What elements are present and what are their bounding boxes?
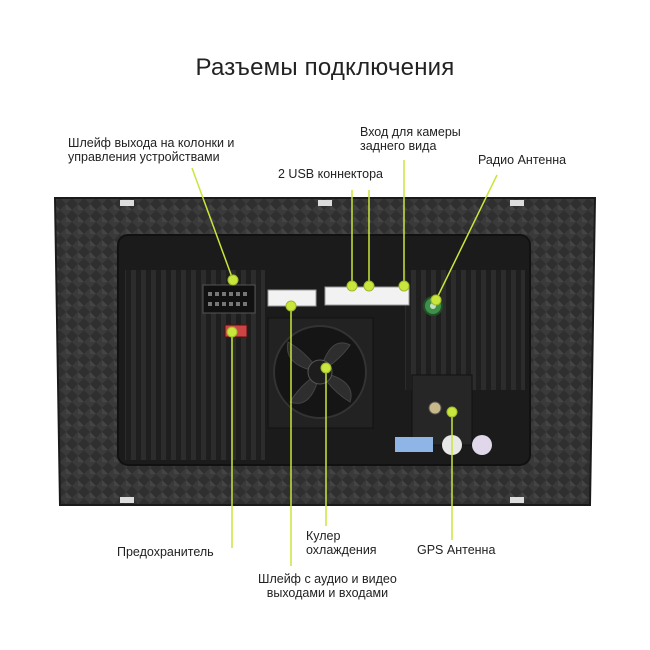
dot-fuse [226, 326, 238, 338]
dot-gps [446, 406, 458, 418]
serial-sticker [395, 437, 433, 452]
label-line: заднего вида [360, 139, 437, 153]
mount-tab [120, 497, 134, 503]
label-gps-antenna: GPS Антенна [417, 543, 496, 557]
gps-sticker [472, 435, 492, 455]
label-radio-antenna: Радио Антенна [478, 153, 567, 167]
mount-tab [318, 200, 332, 206]
pointer-lines [191, 160, 498, 566]
gps-connector [428, 401, 442, 415]
label-camera-input: Вход для камеры заднего вида [360, 125, 461, 153]
gps-block [411, 374, 473, 446]
label-usb: 2 USB коннектора [278, 167, 383, 181]
label-line: управления устройствами [68, 150, 220, 164]
label-line: выходами и входами [266, 586, 389, 600]
label-av-harness: Шлейф с аудио и видео выходами и входами [258, 572, 397, 600]
label-cooler: Кулер охлаждения [306, 529, 377, 557]
label-line: Шлейф выхода на колонки и [68, 136, 235, 150]
dot-usb-1 [346, 280, 358, 292]
label-line: Шлейф с аудио и видео [258, 572, 397, 586]
label-fuse: Предохранитель [117, 545, 214, 559]
mount-tab [510, 497, 524, 503]
page-title: Разъемы подключения [195, 54, 455, 81]
mount-tab [510, 200, 524, 206]
dot-camera [398, 280, 410, 292]
pointer-dots [226, 274, 458, 418]
main-harness-connector [202, 284, 256, 314]
label-line: охлаждения [306, 543, 377, 557]
dot-usb-2 [363, 280, 375, 292]
harness-pins [208, 292, 247, 306]
heatsink-right [405, 270, 525, 390]
label-speaker-harness: Шлейф выхода на колонки и управления уст… [68, 136, 234, 164]
dot-cooler [320, 362, 332, 374]
mount-tab [120, 200, 134, 206]
pointer-speaker-harness [191, 167, 234, 281]
dot-radio [430, 294, 442, 306]
pointer-radio [435, 174, 498, 301]
label-line: Кулер [306, 529, 341, 543]
dot-speaker-harness [227, 274, 239, 286]
label-line: Вход для камеры [360, 125, 461, 139]
dot-av-harness [285, 300, 297, 312]
